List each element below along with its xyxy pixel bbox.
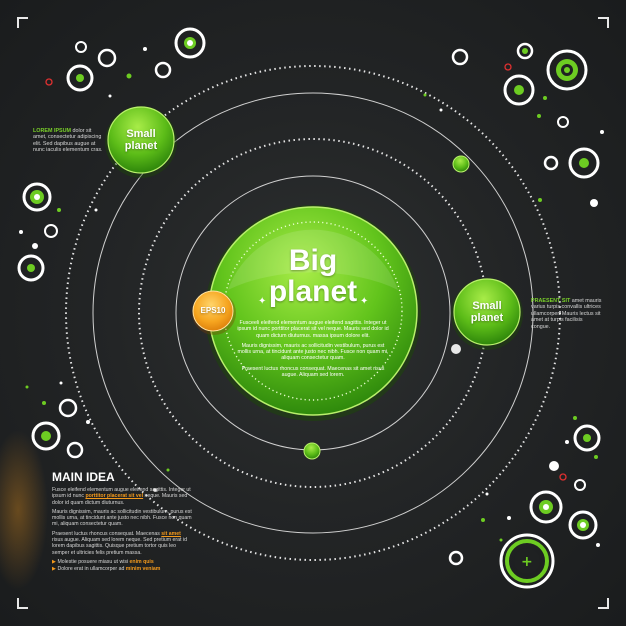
big-planet: ✦ ✦ xyxy=(205,205,421,421)
triangle-bullet-icon: ▶ xyxy=(52,565,56,572)
main-idea-bullet1-text: Molestie posuere miasu ut wisi xyxy=(57,558,130,565)
small-planet-right-caption-text: amet mauris varius turpis convallis ultr… xyxy=(531,298,602,330)
star-right-icon: ✦ xyxy=(360,296,368,307)
big-planet-title-line1: Big xyxy=(288,244,338,277)
small-planet-left-title-line1: Small xyxy=(126,128,156,140)
small-planet-left-title: Small planet xyxy=(112,128,170,152)
orange-glow xyxy=(0,430,48,590)
small-planet-right-title-line2: planet xyxy=(470,312,504,324)
main-idea-bullet2-highlight: minim veniam xyxy=(125,565,161,572)
main-idea-bullet-1: ▶ Molestie posuere miasu ut wisi enim qu… xyxy=(52,559,192,566)
main-idea-para3-a: Praesent luctus rhoncus consequat. Maece… xyxy=(52,530,162,537)
eps10-badge-label: EPS10 xyxy=(200,306,226,315)
corner-frame xyxy=(17,17,609,609)
small-planet-left-caption-text: dolor sit amet, consectetur adipiscing e… xyxy=(33,128,103,154)
main-idea-block: MAIN IDEA Fusce eleifend elementum augue… xyxy=(52,470,192,572)
orbit-outer xyxy=(65,65,561,561)
big-planet-title-line2: planet xyxy=(268,275,358,308)
moon-upper-right xyxy=(452,155,470,173)
decorative-rings: + xyxy=(17,27,604,589)
small-planet-right-sphere xyxy=(451,278,523,350)
main-idea-heading: MAIN IDEA xyxy=(52,470,115,484)
star-left-icon: ✦ xyxy=(258,296,266,307)
small-planet-right-title-line1: Small xyxy=(472,300,502,312)
eps10-badge-sphere xyxy=(192,290,236,335)
triangle-bullet-icon: ▶ xyxy=(52,558,56,565)
small-planet-left-caption-highlight: LOREM IPSUM xyxy=(33,128,72,134)
main-idea-para3-b: risus augue. Aliquam sed lorem neque. Se… xyxy=(52,537,187,556)
main-idea-para1-highlight: porttitor placerat sit vel xyxy=(85,493,144,500)
scattered-dots xyxy=(25,93,503,542)
moon-small-right xyxy=(451,344,461,354)
main-idea-para1: Fusce eleifend elementum augue eleifend … xyxy=(52,487,192,506)
big-planet-title: Big planet xyxy=(243,245,383,307)
small-planet-right-caption-highlight: PRAESENT SIT xyxy=(531,298,571,304)
moon-bottom xyxy=(303,442,321,460)
main-idea-bullet-2: ▶ Dolore erat in ullamcorper ad minim ve… xyxy=(52,566,192,573)
big-planet-body: Fusceeli eleifend elementum augue eleife… xyxy=(236,320,390,378)
small-planet-right-caption: PRAESENT SIT amet mauris varius turpis c… xyxy=(531,298,603,330)
main-idea-para1-a: Fusce eleifend elementum augue eleifend … xyxy=(52,487,191,500)
main-idea-bullet2-text: Dolore erat in ullamcorper ad xyxy=(57,565,126,572)
small-planet-right-title: Small planet xyxy=(458,300,516,324)
small-planet-left-title-line2: planet xyxy=(124,140,158,152)
main-idea-para1-b: neque. Mauris sed dolor id quam dictum d… xyxy=(52,493,188,506)
main-idea-bullet1-highlight: enim quis xyxy=(129,558,154,565)
main-idea-para2: Mauris dignissim, mauris ac sollicitudin… xyxy=(52,508,192,528)
big-planet-para3: Praesent luctus rhoncus consequat. Maece… xyxy=(241,365,385,379)
main-idea-para3: Praesent luctus rhoncus consequat. Maece… xyxy=(52,531,192,556)
main-idea-para3-highlight: sit amet xyxy=(161,530,181,537)
small-planet-left-sphere xyxy=(105,106,177,178)
big-planet-para1: Fusceeli eleifend elementum augue eleife… xyxy=(237,320,389,339)
big-planet-para2: Mauris dignissim, mauris ac sollicitudin… xyxy=(237,342,389,362)
plus-icon: + xyxy=(521,554,533,570)
orbit-ring-2 xyxy=(92,92,534,534)
small-planet-left-caption: LOREM IPSUM dolor sit amet, consectetur … xyxy=(33,128,103,154)
